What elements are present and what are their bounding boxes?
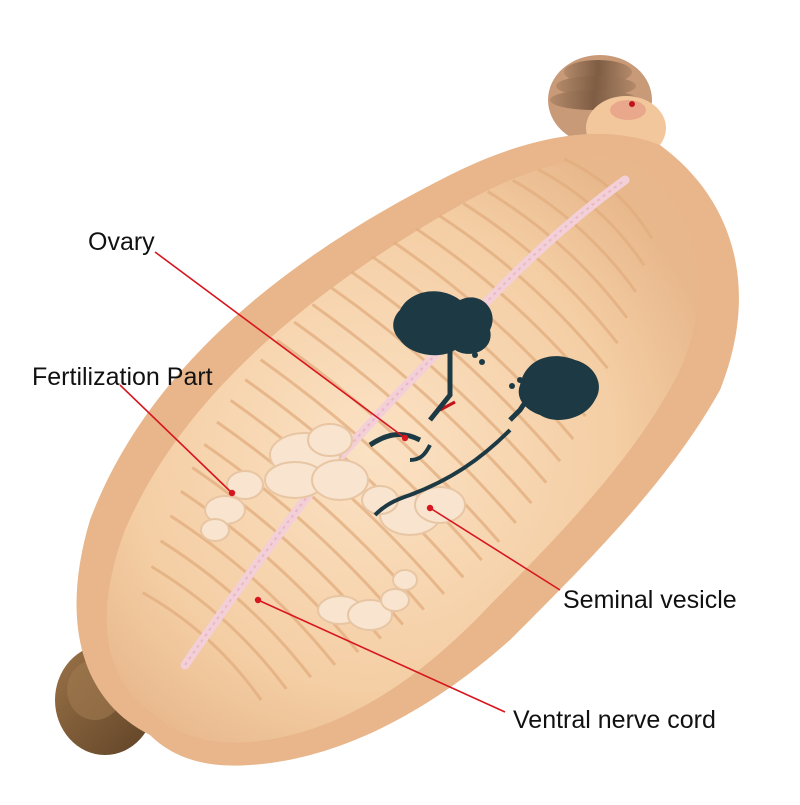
septum-ridge <box>537 168 646 267</box>
seminal-vesicle-leader-line <box>429 507 561 591</box>
septum-ridge <box>311 303 533 505</box>
septum-ridge <box>486 190 629 319</box>
label-seminal-vesicle: Seminal vesicle <box>563 586 737 614</box>
septum-ridge <box>169 514 337 666</box>
septum-ridge <box>150 565 288 690</box>
leader-dots <box>228 434 434 604</box>
dark-organs <box>368 291 599 517</box>
label-fertilization-part: Fertilization Part <box>32 363 213 391</box>
septum-ridge <box>293 320 517 524</box>
label-ventral-nerve-cord: Ventral nerve cord <box>513 706 716 734</box>
leader-lines <box>119 251 561 713</box>
cream-organs <box>200 423 466 631</box>
septum-ridge <box>438 214 609 370</box>
ventral-nerve-cord-leader-line <box>257 599 506 713</box>
septum-ridge <box>330 286 548 484</box>
septum-ridge <box>512 178 637 293</box>
septum-ridge <box>159 539 313 679</box>
septum-ridge <box>350 270 562 463</box>
septum-ridge <box>462 202 619 345</box>
fertilization-leader-line <box>119 384 233 494</box>
label-ovary: Ovary <box>88 228 155 256</box>
ovary-leader-line <box>154 251 406 439</box>
septum-ridge <box>259 358 483 562</box>
